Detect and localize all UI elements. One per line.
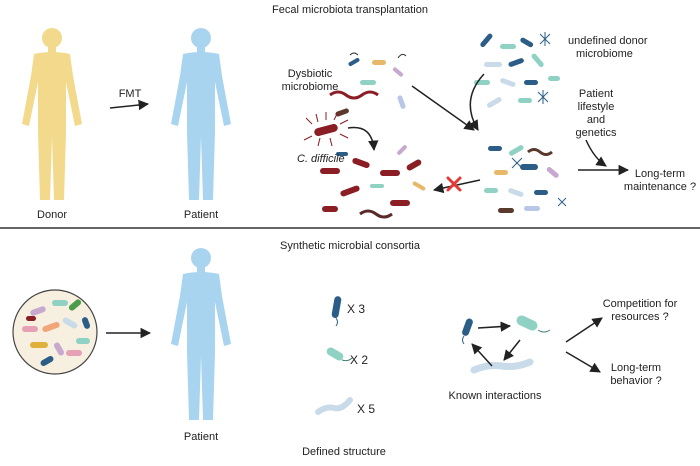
infected-bacteria-cluster	[320, 145, 426, 219]
patient-figure-bottom	[171, 248, 231, 420]
treated-bacteria-cluster	[484, 145, 567, 213]
teal-rod-icon	[326, 347, 353, 362]
fmt-label: FMT	[118, 88, 142, 100]
network-arrow-2	[503, 339, 521, 361]
donor-microbiome-arrow	[468, 73, 485, 131]
merge-arrow	[347, 126, 379, 152]
network-arrow-1	[477, 321, 512, 332]
patient-label-bottom: Patient	[183, 431, 219, 443]
fmt-arrow	[109, 99, 150, 111]
c-difficile-cell	[303, 111, 349, 147]
donor-figure	[22, 28, 82, 200]
top-title: Fecal microbiota transplantation	[272, 4, 428, 16]
donor-microbiome-cluster	[474, 32, 560, 108]
defined-structure-label: Defined structure	[302, 446, 386, 458]
known-interactions-label: Known interactions	[448, 390, 542, 402]
to-competition-arrow	[565, 317, 603, 343]
dark-blue-rod-icon	[331, 296, 342, 327]
to-behavior-arrow	[565, 351, 601, 373]
dysbiotic-bacteria-cluster	[329, 52, 407, 117]
network-arrow-3	[471, 343, 493, 367]
interaction-network	[462, 315, 551, 374]
patient-label-top: Patient	[183, 209, 219, 221]
lifestyle-arrow	[585, 139, 607, 167]
count-x3-label: X 3	[347, 302, 366, 316]
blocked-x-icon	[446, 176, 462, 192]
c-difficile-label: C. difficile	[297, 153, 345, 165]
donor-label: Donor	[37, 209, 67, 221]
patient-figure-top	[171, 28, 231, 200]
dysbiotic-to-treated-arrow	[411, 85, 475, 131]
light-blue-filament-icon	[315, 397, 353, 415]
count-x5-label: X 5	[357, 402, 376, 416]
bottom-title: Synthetic microbial consortia	[279, 240, 420, 252]
consortium-petri-dish	[12, 289, 98, 375]
count-x2-label: X 2	[350, 353, 369, 367]
